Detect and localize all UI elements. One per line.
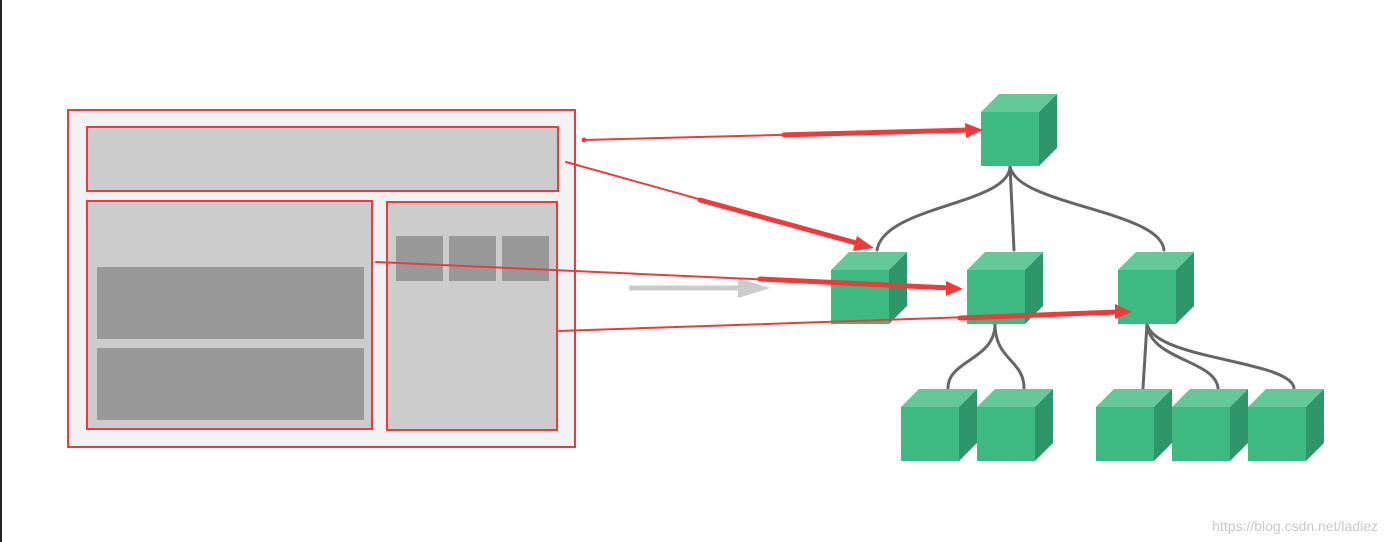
cube-leaf-1 [901,389,977,461]
left-edge-line [0,0,2,542]
transform-arrow [629,278,770,298]
connector-middle-child-1 [946,322,997,390]
mapping-arrows [375,123,1132,332]
connector-right-child-1 [1141,322,1149,390]
connector-middle-child-2 [993,322,1026,390]
sidebar-item-2 [449,236,496,281]
watermark-text: https://blog.csdn.net/ladiez [1212,518,1378,534]
connector-root-middle [1008,164,1016,252]
sidebar-item-3 [502,236,549,281]
tree-connectors [875,164,1296,390]
article-block-1 [97,267,364,339]
cube-level2-right [1118,252,1194,324]
cube-leaf-2 [977,389,1053,461]
header-region [86,126,559,192]
article-block-2 [97,348,364,420]
connector-right-child-2 [1145,322,1220,390]
connector-root-left [875,164,1012,252]
sidebar-item-1 [396,236,443,281]
cube-leaf-3 [1096,389,1172,461]
cube-leaf-5 [1248,389,1324,461]
cube-root [981,94,1057,166]
connector-root-right [1008,164,1166,252]
cube-level2-left [831,252,907,324]
cube-leaf-4 [1172,389,1248,461]
connector-right-child-3 [1145,322,1296,390]
